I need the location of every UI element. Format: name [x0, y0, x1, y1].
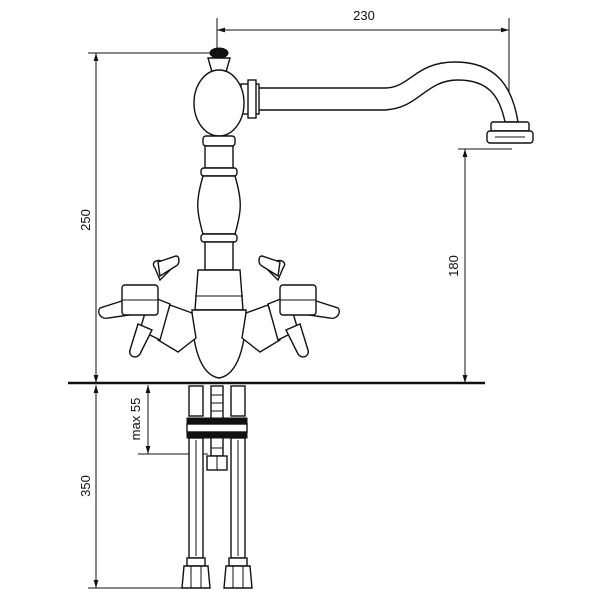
column-ring [202, 135, 236, 147]
mounting-plate [186, 417, 248, 425]
right-handle-arm-bottom [285, 323, 310, 358]
dimension-label-spout-reach: 230 [353, 8, 375, 23]
left-hose-fitting [181, 565, 211, 589]
column-bulb [193, 69, 245, 137]
column-neck [204, 145, 234, 169]
column-lower [204, 241, 234, 271]
left-cross-handle [98, 255, 197, 358]
column-base [191, 309, 247, 379]
right-cross-handle [241, 255, 340, 358]
right-inlet-pipe [230, 385, 246, 417]
dimension-total-height: 250 [78, 52, 212, 383]
dimension-label-hose-length: 350 [78, 475, 93, 497]
spout-arm [257, 61, 519, 123]
column-ring [200, 167, 238, 177]
dimension-label-total-height: 250 [78, 209, 93, 231]
mounting-nut [186, 431, 248, 439]
left-valve-body [157, 304, 197, 353]
finial-top [209, 47, 229, 59]
right-valve-body [241, 304, 281, 353]
column-ring [200, 233, 238, 243]
left-inlet-pipe [188, 385, 204, 417]
left-handle-arm-bottom [128, 323, 153, 358]
dimension-hose-length: 350 [78, 385, 186, 589]
column-barrel [197, 175, 241, 235]
right-hose-ferrule [228, 557, 248, 567]
dimension-label-spout-height: 180 [446, 255, 461, 277]
column-base-block [194, 269, 244, 311]
flex-hoses [181, 437, 253, 589]
left-handle-arm-tip [157, 255, 180, 278]
aerator [490, 121, 530, 132]
spout [240, 61, 534, 144]
mounting-assembly [186, 385, 248, 471]
dimension-label-thread-length: max 55 [128, 398, 143, 441]
dimension-spout-height: 180 [446, 148, 512, 383]
right-hose-fitting [223, 565, 253, 589]
mounting-washer [186, 423, 248, 433]
spout-collar-ring [247, 79, 257, 119]
right-handle-arm-tip [258, 255, 281, 278]
left-hose-ferrule [186, 557, 206, 567]
faucet-column [191, 47, 247, 379]
